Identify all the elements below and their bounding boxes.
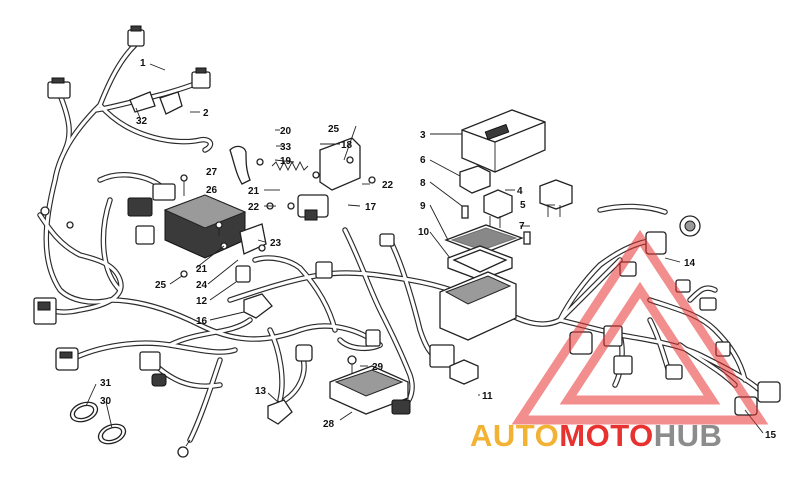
label-22b: 22 [382,180,394,191]
label-21a: 21 [248,186,260,197]
label-20: 20 [280,126,292,137]
label-7: 7 [519,221,525,232]
connector-ring-terminal [177,439,191,458]
label-15: 15 [765,430,777,441]
label-10: 10 [418,227,430,238]
part-voltage-regulator [163,194,247,259]
connectors [33,25,781,458]
connector-right-1 [429,344,455,368]
part-spring-19 [271,160,309,172]
label-29: 29 [372,362,384,373]
label-16: 16 [196,316,208,327]
watermark: AUTOMOTOHUB [470,229,769,453]
label-5: 5 [520,200,526,211]
connector-top-1 [127,25,145,47]
label-25a: 25 [328,124,340,135]
label-33: 33 [280,142,292,153]
part-fuse-box-seal [447,245,513,281]
part-boot-20 [229,145,251,185]
label-9: 9 [420,201,426,212]
label-31: 31 [100,378,112,389]
watermark-logo-triangle [511,229,769,425]
label-6: 6 [420,155,426,166]
label-11: 11 [482,391,493,402]
part-fuse-7 [523,231,531,245]
connector-left-3 [55,347,79,371]
leader-lines [85,63,764,434]
watermark-part-hub: HUB [654,418,723,453]
part-clamp-31 [69,401,99,423]
connector-left-2 [33,297,57,325]
label-14: 14 [684,258,696,269]
label-4: 4 [517,186,523,197]
label-1: 1 [140,58,146,69]
part-tie-32 [129,91,156,113]
label-27: 27 [206,167,218,178]
label-12: 12 [196,296,208,307]
part-sensor-16 [243,293,273,319]
label-2: 2 [203,108,209,119]
label-32: 32 [136,116,148,127]
part-tie-2 [159,91,183,115]
label-18: 18 [341,140,353,151]
label-30: 30 [100,396,112,407]
part-fuse-8 [461,205,469,219]
part-ignition-switch [679,215,701,237]
label-26: 26 [206,185,218,196]
connector-ring-terminal-2 [40,206,74,229]
label-23: 23 [270,238,282,249]
label-22a: 22 [248,202,260,213]
part-clamp-30 [97,423,127,445]
connector-left-1 [47,77,71,99]
label-17: 17 [365,202,377,213]
part-relay-11 [449,359,479,385]
part-fuse-box [439,271,517,341]
connector-mid-1 [135,225,155,245]
connector-mid-2 [139,351,167,387]
connector-mid-6 [295,344,313,362]
watermark-part-auto: AUTO [470,418,559,453]
callout-labels: 1 2 3 4 5 6 7 8 9 10 11 12 13 14 15 16 1… [100,58,777,441]
connector-right-9 [757,381,781,403]
label-8: 8 [420,178,426,189]
connector-mid-5 [365,329,381,347]
label-24: 24 [196,280,208,291]
part-relay-5 [539,179,573,217]
part-bracket-18 [319,137,361,191]
connector-right-7 [699,297,717,311]
part-sensor-12 [235,265,251,283]
connector-right-6 [665,364,683,380]
connector-mid-3 [127,183,176,217]
part-ecu [329,365,411,415]
connector-mid-4 [315,261,333,279]
connector-mid-7 [379,233,395,247]
part-relay-4 [483,189,513,228]
label-19: 19 [280,156,292,167]
label-21b: 21 [196,264,208,275]
part-sensor-13 [267,399,293,425]
part-starter-solenoid [297,194,329,221]
part-relay-box-cover [461,109,546,173]
connector-right-5 [613,355,633,375]
watermark-part-moto: MOTO [559,418,653,453]
label-28: 28 [323,419,335,430]
label-13: 13 [255,386,267,397]
watermark-text: AUTOMOTOHUB [470,418,722,453]
connector-top-2 [191,67,211,89]
label-25b: 25 [155,280,167,291]
part-relay-small [459,165,491,194]
label-3: 3 [420,130,426,141]
